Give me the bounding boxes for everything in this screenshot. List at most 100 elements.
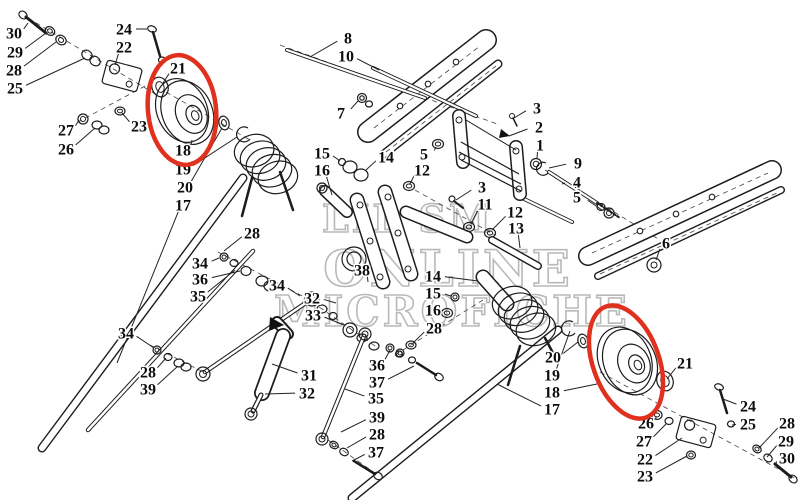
- slide-rail-left-drawing: [357, 29, 503, 159]
- leader-line: [455, 189, 472, 201]
- part-number-label: 23: [131, 119, 147, 136]
- leader-line: [412, 331, 425, 344]
- leader-line: [207, 269, 236, 293]
- part-number-label: 28: [369, 427, 385, 444]
- leader-line: [325, 176, 333, 196]
- part-number-label: 32: [299, 386, 315, 403]
- torsion-spring-left-drawing: [233, 133, 299, 218]
- watermark-line-3: MICROFICHE: [274, 287, 630, 336]
- part-number-label: 27: [58, 123, 74, 140]
- part-number-label: 15: [314, 146, 330, 163]
- part-number-label: 14: [378, 150, 394, 167]
- part-number-label: 28: [426, 321, 442, 338]
- highlight-circle-left: [145, 52, 219, 168]
- leader-line: [23, 41, 57, 67]
- leader-line: [562, 341, 579, 354]
- watermark-line-2: ONLINE: [323, 239, 573, 298]
- part-number-label: 26: [58, 142, 74, 159]
- lower-tie-rod-drawing: [315, 327, 444, 481]
- upper-shafts-drawing: [285, 48, 478, 118]
- leader-line: [655, 455, 688, 474]
- leader-line: [157, 357, 167, 369]
- part-number-label: 38: [354, 263, 370, 280]
- watermark-text: LIL SM ONLINE MICROFICHE: [273, 195, 630, 337]
- leader-line: [323, 298, 337, 304]
- part-number-label: 8: [344, 31, 352, 48]
- leader-line: [470, 209, 479, 225]
- part-number-label: 19: [544, 368, 560, 385]
- leader-line: [75, 119, 80, 126]
- leader-line: [433, 146, 437, 151]
- leader-line: [344, 388, 365, 397]
- upper-left-hardware-drawing: [18, 10, 251, 143]
- idler-wheel-left-drawing: [154, 78, 215, 145]
- leader-line: [114, 53, 120, 66]
- part-number-label: 12: [414, 163, 430, 180]
- leader-line: [264, 392, 296, 395]
- leader-line: [356, 58, 380, 71]
- leader-line: [513, 110, 527, 119]
- part-number-label: 24: [740, 399, 756, 416]
- leader-line: [365, 160, 377, 171]
- part-number-label: 28: [140, 365, 156, 382]
- part-number-label: 5: [573, 190, 581, 207]
- part-number-label: 18: [175, 143, 191, 160]
- part-number-label: 3: [533, 101, 541, 118]
- part-number-label: 12: [507, 205, 523, 222]
- leader-line: [211, 257, 220, 262]
- part-number-label: 22: [116, 40, 132, 57]
- leader-line: [287, 287, 301, 297]
- crossmember-bracket-drawing: [452, 109, 543, 201]
- part-number-label: 11: [477, 197, 492, 214]
- slide-rail-right-drawing: [578, 160, 785, 280]
- leader-line: [25, 57, 86, 86]
- leader-line: [563, 383, 598, 392]
- leader-line: [548, 163, 567, 169]
- part-number-label: 22: [637, 452, 653, 469]
- leader-line: [332, 155, 341, 162]
- part-number-label: 23: [637, 469, 653, 486]
- leader-line: [443, 311, 446, 314]
- part-number-label: 32: [304, 291, 320, 308]
- part-number-label: 34: [118, 326, 134, 343]
- part-number-label: 4: [573, 175, 581, 192]
- part-number-label: 36: [192, 272, 208, 289]
- right-shaft-drawing: [535, 161, 662, 273]
- part-number-label: 34: [192, 256, 208, 273]
- part-number-label: 24: [116, 22, 132, 39]
- part-number-label: 7: [337, 106, 345, 123]
- highlight-circle-right: [586, 303, 666, 421]
- leader-line: [655, 248, 661, 261]
- part-number-label: 21: [170, 61, 186, 78]
- leader-line: [75, 127, 96, 146]
- part-number-label: 39: [140, 382, 156, 399]
- leader-line: [731, 423, 737, 426]
- leader-line: [121, 112, 130, 123]
- part-number-label: 13: [508, 221, 524, 238]
- leader-line: [491, 215, 506, 231]
- leader-line: [653, 423, 667, 438]
- leader-line: [517, 234, 521, 249]
- leader-line: [587, 199, 603, 211]
- part-number-label: 9: [574, 156, 582, 173]
- leader-line: [24, 32, 47, 49]
- leader-line: [211, 270, 241, 279]
- leader-line: [444, 293, 452, 297]
- leader-line: [366, 276, 369, 283]
- part-number-label: 34: [269, 278, 285, 295]
- part-number-label: 20: [177, 180, 193, 197]
- center-pivot-assembly-drawing: [316, 138, 574, 290]
- part-number-label: 28: [244, 226, 260, 243]
- leader-line: [157, 365, 179, 386]
- leader-lines: [23, 22, 779, 474]
- leader-line: [309, 40, 338, 58]
- part-number-label: 17: [175, 198, 191, 215]
- leader-line: [722, 398, 737, 405]
- leader-line: [496, 383, 542, 407]
- leader-line: [444, 276, 479, 282]
- part-number-label: 3: [478, 180, 486, 197]
- part-number-label: 16: [425, 303, 441, 320]
